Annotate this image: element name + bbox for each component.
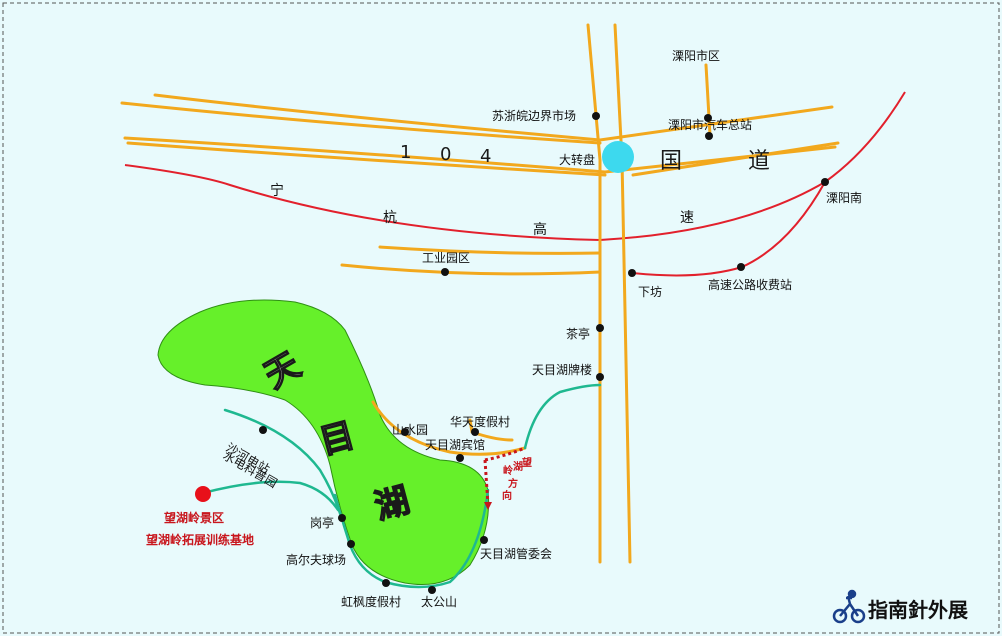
label-tianmuhu-hotel: 天目湖宾馆 — [425, 437, 485, 452]
label-wanghuling-1: 望湖岭景区 — [164, 510, 224, 525]
point-huatian-resort — [471, 428, 479, 436]
road-104-char-5: 道 — [748, 149, 770, 174]
label-liyang-city: 溧阳市区 — [672, 48, 720, 63]
label-chating: 茶亭 — [566, 326, 590, 341]
point-liyang-city — [704, 114, 712, 122]
tianmu-lake — [157, 299, 490, 586]
road-104-top — [120, 101, 602, 145]
label-su-zhe-wan-market: 苏浙皖边界市场 — [492, 108, 576, 123]
trail-lake-south — [333, 488, 490, 589]
label-industrial-park: 工业园区 — [422, 251, 470, 265]
label-management: 天目湖管委会 — [480, 546, 552, 561]
point-wanghuling — [195, 486, 211, 502]
label-xiafang: 下坊 — [638, 284, 662, 299]
expressway-char-4: 速 — [680, 210, 694, 226]
roundabout-circle — [602, 141, 634, 173]
label-golf: 高尔夫球场 — [286, 552, 346, 567]
point-xiafang — [628, 269, 636, 277]
expressway-char-1: 宁 — [270, 182, 284, 199]
road-industrial-park-upper — [378, 245, 602, 255]
brand-logo: 指南針外展 — [832, 589, 968, 624]
trail-gate — [523, 383, 602, 450]
direction-dotted-2 — [483, 459, 490, 506]
point-liyang-south — [821, 178, 829, 186]
point-shahe-power — [259, 426, 267, 434]
point-shanshuiyuan — [401, 428, 409, 436]
road-104-char-3: 4 — [480, 146, 491, 167]
point-management — [480, 536, 488, 544]
direction-char-3: 岭 — [503, 464, 513, 477]
point-su-zhe-wan-market — [592, 112, 600, 120]
label-gangting: 岗亭 — [310, 515, 334, 530]
road-104-bottom — [126, 141, 607, 177]
point-bus-station — [705, 132, 713, 140]
point-toll-station — [737, 263, 745, 271]
road-shanshuiyuan — [371, 400, 527, 456]
direction-char-5: 向 — [502, 489, 512, 502]
trail-wanghuling — [201, 480, 340, 512]
brand-text: 指南針外展 — [868, 598, 968, 622]
trail-shahe — [223, 408, 344, 522]
point-industrial-park — [441, 268, 449, 276]
label-roundabout: 大转盘 — [559, 152, 595, 167]
road-104-north — [153, 93, 834, 142]
direction-dotted-1 — [484, 446, 526, 462]
road-104-char-4: 国 — [660, 149, 682, 174]
label-toll-station: 高速公路收费站 — [708, 277, 792, 292]
label-wanghuling-2: 望湖岭拓展训练基地 — [146, 532, 254, 547]
label-shanshuiyuan: 山水园 — [392, 423, 428, 437]
point-hongfeng — [382, 579, 390, 587]
direction-char-2: 湖 — [513, 460, 523, 473]
road-liyang-city — [704, 63, 712, 137]
main-road-west — [586, 23, 602, 564]
direction-arrow — [484, 502, 492, 510]
cyclist-icon — [832, 589, 866, 624]
label-taigongshan: 太公山 — [421, 594, 457, 609]
point-chating — [596, 324, 604, 332]
ning-hang-expressway — [124, 91, 906, 242]
direction-char-4: 方 — [508, 477, 518, 490]
point-tianmuhu-gate — [596, 373, 604, 381]
point-gangting — [338, 514, 346, 522]
road-104-south — [123, 136, 837, 174]
expressway-char-2: 杭 — [383, 210, 397, 226]
expressway-char-3: 高 — [533, 221, 547, 238]
road-104-char-1: 1 — [400, 142, 411, 163]
point-taigongshan — [428, 586, 436, 594]
road-104-char-2: 0 — [440, 144, 451, 165]
label-liyang-south: 溧阳南 — [826, 190, 862, 205]
label-hongfeng: 虹枫度假村 — [341, 594, 401, 609]
label-bus-station: 溧阳市汽车总站 — [668, 117, 752, 132]
road-industrial-park — [340, 263, 602, 276]
road-104-east-lower — [631, 141, 840, 177]
label-huatian-resort: 华天度假村 — [450, 414, 510, 429]
point-golf — [347, 540, 355, 548]
direction-char-1: 望 — [522, 456, 532, 469]
point-tianmuhu-hotel — [456, 454, 464, 462]
label-tianmuhu-gate: 天目湖牌楼 — [532, 362, 592, 377]
